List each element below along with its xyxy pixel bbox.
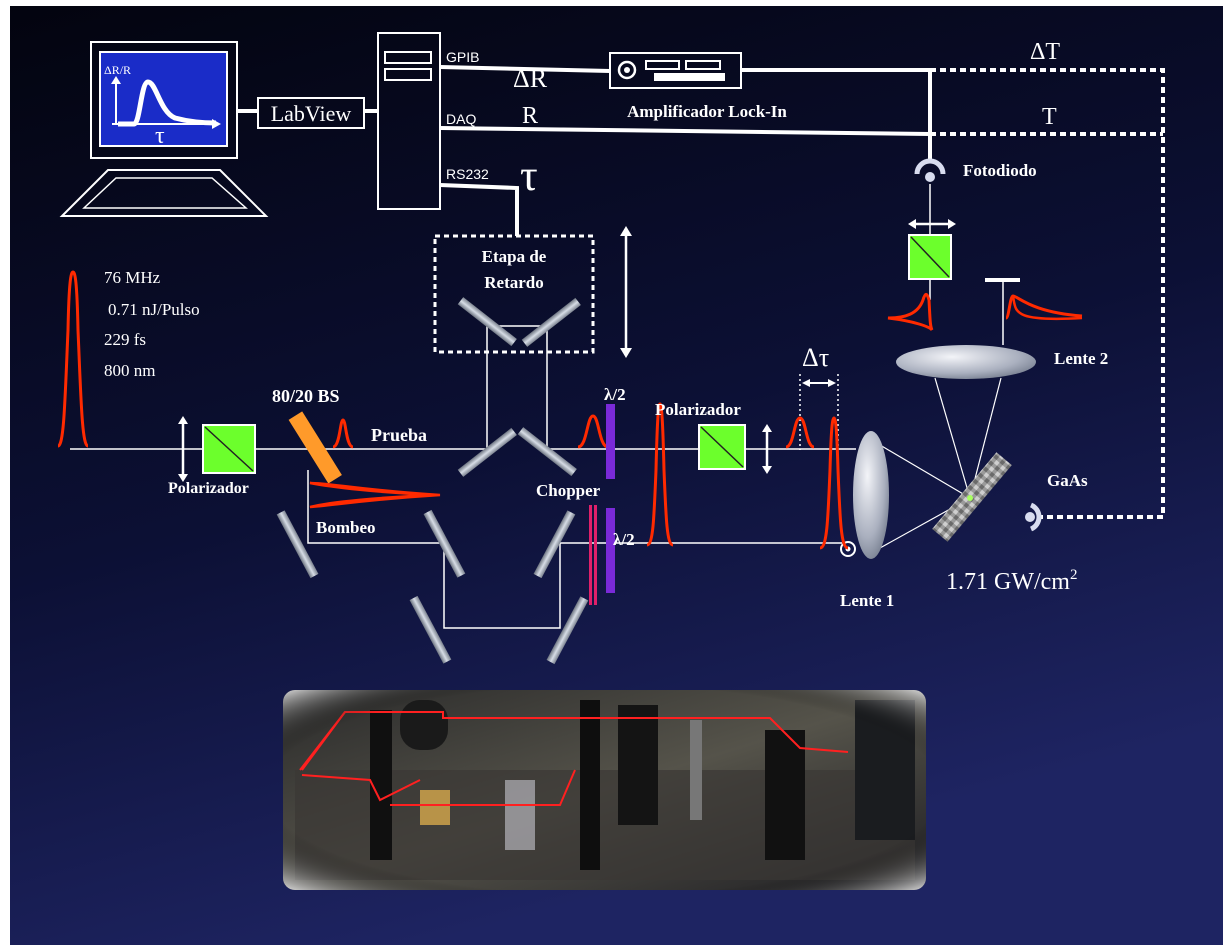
input-polarizer — [203, 425, 255, 473]
screen-ylabel: ΔR/R — [104, 63, 131, 77]
lab-photo — [283, 690, 926, 890]
intensity-exponent: 2 — [1070, 567, 1078, 583]
analyzer-polarizer — [909, 235, 951, 279]
sample-label: GaAs — [1047, 471, 1088, 490]
chopper — [589, 505, 592, 605]
r-label: R — [522, 103, 538, 129]
intensity-label: 1.71 GW/cm2 — [946, 567, 1077, 595]
probe-polarizer — [699, 425, 745, 469]
polarizer-right-label: Polarizador — [655, 400, 741, 419]
screen-xlabel: τ — [155, 123, 165, 149]
delta-tau-label: Δτ — [802, 343, 829, 372]
intensity-value: 1.71 GW/cm — [946, 569, 1070, 595]
lens-1-label: Lente 1 — [840, 591, 894, 610]
delta-t-label: ΔT — [1030, 39, 1060, 65]
gpib-port-label: GPIB — [446, 49, 479, 65]
lens-2-label: Lente 2 — [1054, 349, 1108, 368]
daq-port-label: DAQ — [446, 111, 476, 127]
probe-label: Prueba — [371, 425, 427, 445]
delay-stage-label-2: Retardo — [484, 273, 543, 292]
spec-wavelength: 800 nm — [104, 361, 155, 380]
halfwave-plate-bottom — [606, 508, 615, 593]
delay-stage-label-1: Etapa de — [482, 247, 547, 266]
lens-1 — [853, 431, 889, 559]
pump-label: Bombeo — [316, 518, 376, 537]
chopper-label: Chopper — [536, 481, 601, 500]
beamsplitter-label: 80/20 BS — [272, 386, 340, 406]
photodiode-label: Fotodiodo — [963, 161, 1037, 180]
rs232-port-label: RS232 — [446, 166, 489, 182]
delta-r-label: ΔR — [513, 64, 548, 93]
tau-label: τ — [520, 151, 538, 200]
polarizer-left-label: Polarizador — [168, 480, 249, 497]
halfwave-top-label: λ/2 — [604, 385, 626, 404]
spec-duration: 229 fs — [104, 330, 146, 349]
lens-2 — [896, 345, 1036, 379]
halfwave-bottom-label: λ/2 — [613, 530, 635, 549]
labview-label: LabView — [271, 101, 352, 126]
halfwave-plate-top — [606, 404, 615, 479]
spec-rep-rate: 76 MHz — [104, 268, 161, 287]
spec-energy: 0.71 nJ/Pulso — [108, 300, 200, 319]
lockin-label: Amplificador Lock-In — [627, 102, 787, 121]
t-label: T — [1042, 104, 1057, 130]
